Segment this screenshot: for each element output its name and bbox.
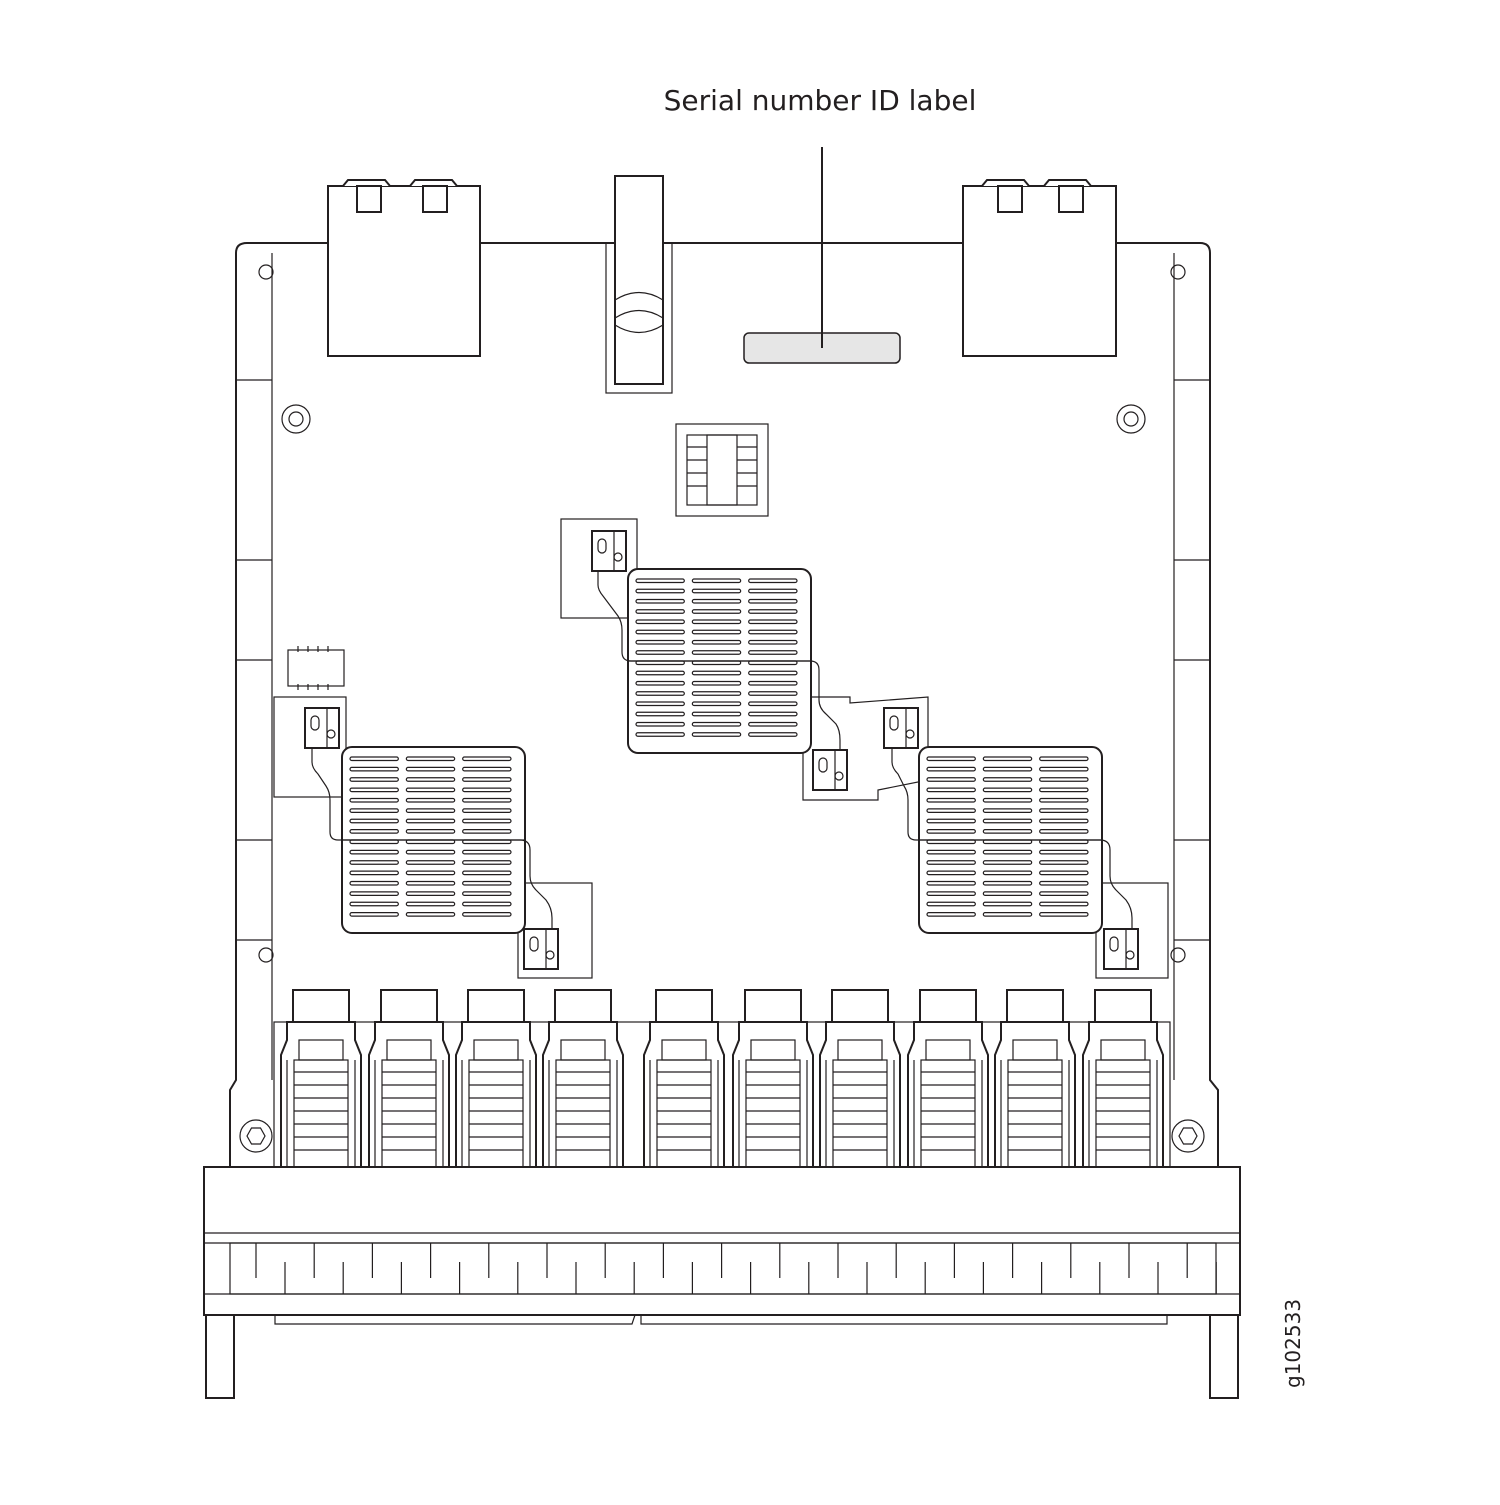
right-screw [1171, 1119, 1205, 1153]
optics-cage [1082, 989, 1164, 1168]
dip-switch [287, 646, 345, 690]
cable-connector [304, 707, 340, 749]
left-screw [239, 1119, 273, 1153]
figure-id: g102533 [1281, 1298, 1305, 1388]
optics-cage [907, 989, 989, 1168]
cable-connector [523, 928, 559, 970]
cable-connector [591, 530, 627, 572]
front-faceplate [203, 1166, 1241, 1399]
optics-cage [542, 989, 624, 1168]
cable-connector [883, 707, 919, 749]
serial-number-callout-text: Serial number ID label [663, 84, 977, 117]
optics-cage [280, 989, 362, 1168]
optics-cage [732, 989, 814, 1168]
optics-cages [273, 989, 1171, 1168]
central-chip [675, 423, 769, 517]
optics-cage [455, 989, 537, 1168]
top-left-connector [327, 179, 481, 357]
top-right-connector [962, 179, 1117, 357]
ejector-handle [605, 175, 673, 394]
optics-cage [994, 989, 1076, 1168]
optics-cage [643, 989, 725, 1168]
optics-cage [819, 989, 901, 1168]
cable-connector [812, 749, 848, 791]
optics-cage [368, 989, 450, 1168]
cable-connector [1103, 928, 1139, 970]
